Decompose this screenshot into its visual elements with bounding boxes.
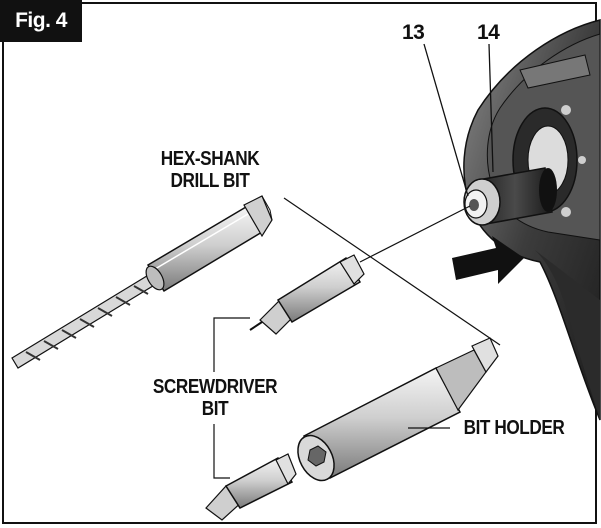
callout-13-leader	[423, 43, 469, 197]
drill-driver-body	[463, 19, 601, 421]
label-hex-shank-drill-bit: HEX-SHANK DRILL BIT	[158, 148, 261, 192]
guide-line-bit-to-chuck	[359, 205, 471, 263]
callout-14: 14	[477, 21, 500, 44]
screwdriver-bit-lower	[205, 453, 297, 521]
insert-arrow-icon	[452, 236, 524, 284]
chuck-assembly	[463, 167, 557, 226]
label-screwdriver-bit: SCREWDRIVER BIT	[151, 376, 280, 420]
bit-holder	[297, 337, 499, 482]
screwdriver-leader-lower	[213, 424, 230, 479]
callout-14-leader	[488, 43, 494, 173]
screwdriver-leader-upper	[213, 317, 250, 372]
guide-line-drill-to-holder	[283, 197, 501, 346]
callout-13: 13	[402, 21, 425, 44]
label-screwdriver-line1: SCREWDRIVER	[152, 376, 278, 398]
label-hex-shank-line2: DRILL BIT	[170, 170, 250, 192]
screwdriver-bit-upper	[249, 254, 365, 335]
hex-shank-drill-bit	[11, 195, 273, 369]
label-screwdriver-line2: BIT	[201, 398, 229, 420]
label-bit-holder: BIT HOLDER	[463, 417, 565, 439]
figure-tab: Fig. 4	[0, 0, 82, 42]
label-hex-shank-line1: HEX-SHANK	[160, 148, 260, 170]
